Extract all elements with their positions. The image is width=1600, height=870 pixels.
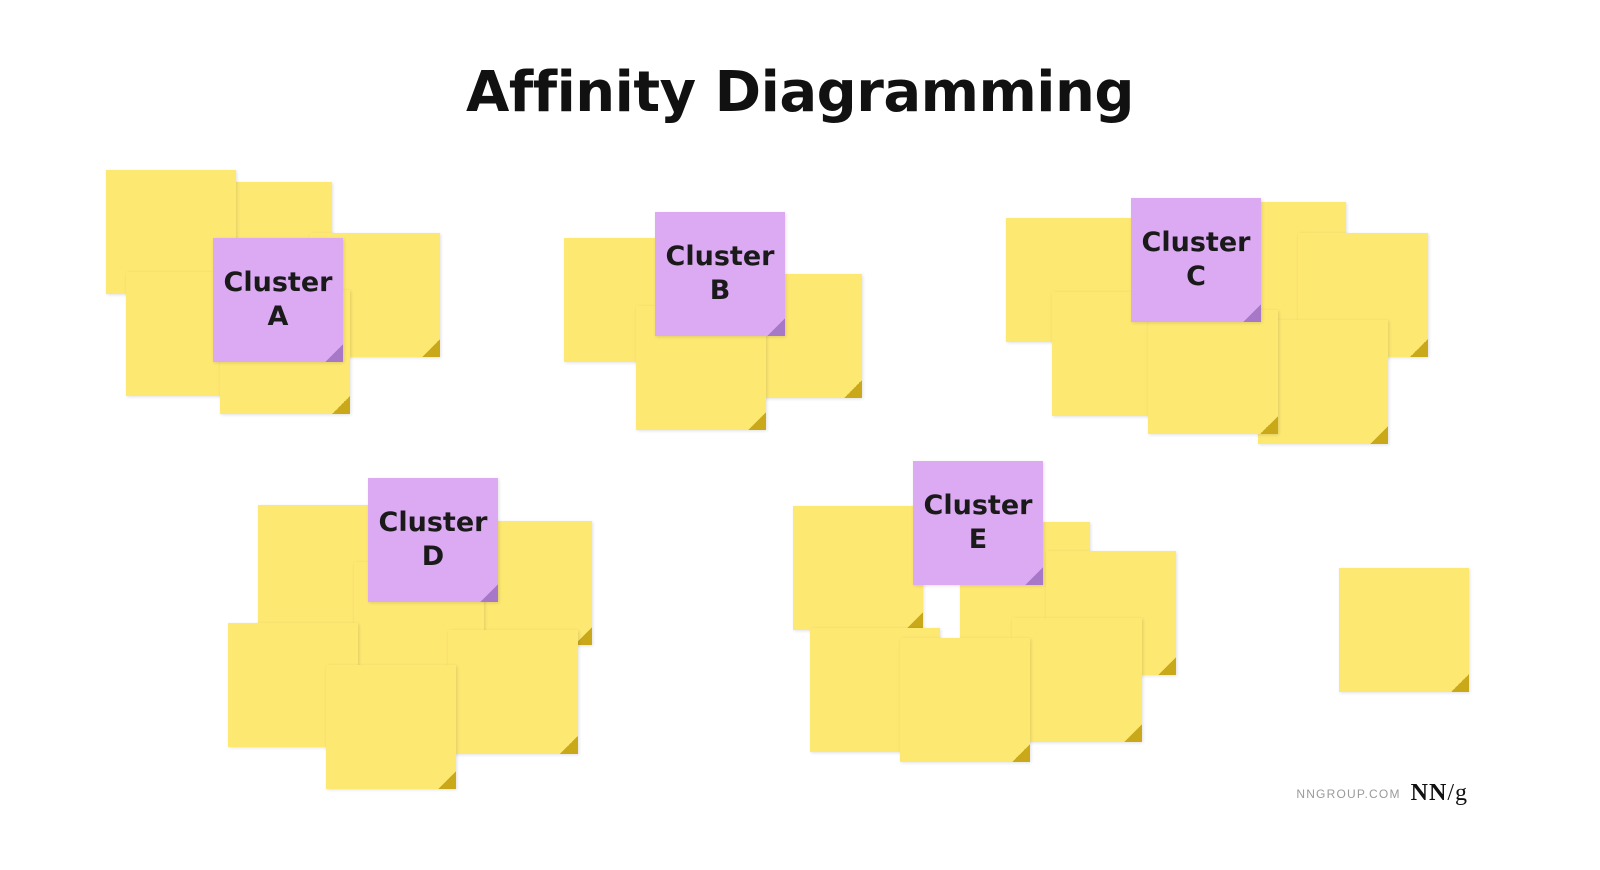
sticky-note bbox=[1012, 618, 1142, 742]
sticky-note bbox=[326, 665, 456, 789]
diagram-title: Affinity Diagramming bbox=[466, 60, 1134, 125]
site-url: NNGROUP.COM bbox=[1296, 786, 1401, 801]
sticky-note bbox=[1148, 310, 1278, 434]
sticky-note bbox=[1258, 320, 1388, 444]
sticky-note bbox=[793, 506, 923, 630]
sticky-note bbox=[448, 630, 578, 754]
logo-g: /g bbox=[1447, 780, 1468, 806]
ungrouped-sticky-note bbox=[1339, 568, 1469, 692]
logo-nn: NN bbox=[1410, 780, 1448, 806]
footer-branding: NNGROUP.COM NN/g bbox=[1296, 780, 1468, 807]
nng-logo: NN/g bbox=[1411, 780, 1468, 807]
sticky-note bbox=[900, 638, 1030, 762]
